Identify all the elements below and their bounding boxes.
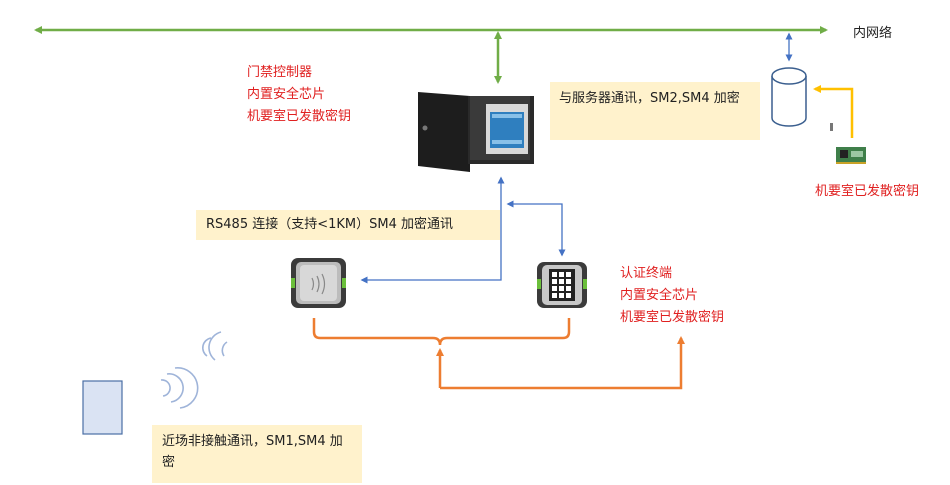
card-reader-icon bbox=[291, 258, 346, 308]
wireless-signal-icon bbox=[160, 331, 228, 409]
controller-description: 门禁控制器 内置安全芯片 机要室已发散密钥 bbox=[247, 62, 351, 128]
database-icon bbox=[771, 67, 807, 127]
rs485-note: RS485 连接（支持<1KM）SM4 加密通讯 bbox=[196, 210, 500, 240]
terminal-key-link bbox=[440, 336, 685, 390]
controller-line-2: 内置安全芯片 bbox=[247, 87, 326, 102]
network-label: 内网络 bbox=[853, 26, 893, 41]
nfc-note: 近场非接触通讯，SM1,SM4 加密 bbox=[152, 425, 362, 483]
reader-controller-link bbox=[360, 176, 505, 284]
keypad-controller-link bbox=[506, 200, 566, 257]
controller-line-3: 机要室已发散密钥 bbox=[247, 109, 352, 124]
controller-line-1: 门禁控制器 bbox=[247, 65, 313, 80]
server-comm-note: 与服务器通讯，SM2,SM4 加密 bbox=[550, 82, 760, 140]
server-key-link bbox=[813, 85, 854, 138]
terminal-line-3: 机要室已发散密钥 bbox=[620, 310, 725, 325]
controller-cabinet-icon bbox=[418, 92, 534, 172]
terminal-line-1: 认证终端 bbox=[620, 266, 673, 281]
smart-card-icon bbox=[82, 380, 123, 435]
server-key-label: 机要室已发散密钥 bbox=[815, 184, 920, 199]
terminal-bracket bbox=[312, 318, 571, 346]
terminal-line-2: 内置安全芯片 bbox=[620, 288, 699, 303]
security-card-icon bbox=[830, 123, 866, 164]
terminal-description: 认证终端 内置安全芯片 机要室已发散密钥 bbox=[620, 263, 724, 329]
keypad-reader-icon bbox=[537, 262, 587, 308]
